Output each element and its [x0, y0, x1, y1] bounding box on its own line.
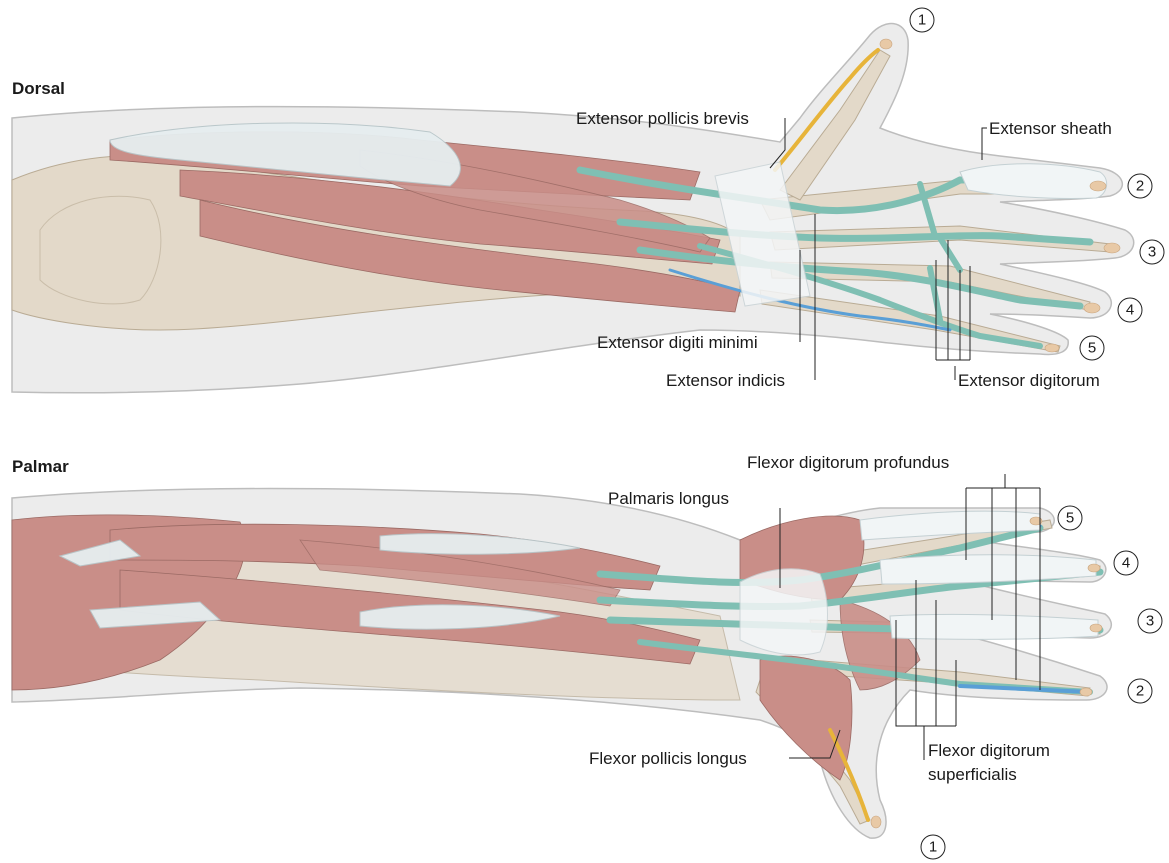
- dorsal-digit-2-label: 2: [1136, 178, 1144, 195]
- palmar-digit-2: 2: [1128, 679, 1152, 703]
- palmar-digit-5-label: 5: [1066, 510, 1074, 527]
- dorsal-panel: Dorsal: [12, 8, 1164, 393]
- dorsal-panel-title: Dorsal: [12, 79, 65, 98]
- dorsal-digit-4-label: 4: [1126, 302, 1134, 319]
- palmar-digit-3-label: 3: [1146, 613, 1154, 630]
- palmar-digit-5: 5: [1058, 506, 1082, 530]
- label-palmaris-longus: Palmaris longus: [608, 489, 729, 508]
- palmar-digit-1-label: 1: [929, 839, 937, 856]
- label-extensor-digiti-minimi: Extensor digiti minimi: [597, 333, 758, 352]
- palmar-panel: Palmar: [12, 453, 1162, 859]
- dorsal-digit-3: 3: [1140, 240, 1164, 264]
- palmar-panel-title: Palmar: [12, 457, 69, 476]
- palmar-digit-4-label: 4: [1122, 555, 1130, 572]
- label-extensor-sheath: Extensor sheath: [989, 119, 1112, 138]
- label-flexor-pollicis-longus: Flexor pollicis longus: [589, 749, 747, 768]
- palmar-digit-1: 1: [921, 835, 945, 859]
- label-flexor-digitorum-superficialis-line1: Flexor digitorum: [928, 741, 1050, 760]
- label-flexor-digitorum-superficialis-line2: superficialis: [928, 765, 1017, 784]
- palmar-digit-4: 4: [1114, 551, 1138, 575]
- label-extensor-digitorum: Extensor digitorum: [958, 371, 1100, 390]
- dorsal-digit-2: 2: [1128, 174, 1152, 198]
- palmar-aponeurosis: [740, 569, 828, 655]
- label-flexor-digitorum-profundus: Flexor digitorum profundus: [747, 453, 949, 472]
- dorsal-digit-5: 5: [1080, 336, 1104, 360]
- palmar-digit-3: 3: [1138, 609, 1162, 633]
- dorsal-digit-1-label: 1: [918, 12, 926, 29]
- dorsal-digit-5-label: 5: [1088, 340, 1096, 357]
- dorsal-humerus-condyle: [40, 196, 161, 304]
- dorsal-digit-4: 4: [1118, 298, 1142, 322]
- dorsal-digit-3-label: 3: [1148, 244, 1156, 261]
- label-extensor-indicis: Extensor indicis: [666, 371, 785, 390]
- dorsal-digit-1: 1: [910, 8, 934, 32]
- label-extensor-pollicis-brevis: Extensor pollicis brevis: [576, 109, 749, 128]
- palmar-digit-2-label: 2: [1136, 683, 1144, 700]
